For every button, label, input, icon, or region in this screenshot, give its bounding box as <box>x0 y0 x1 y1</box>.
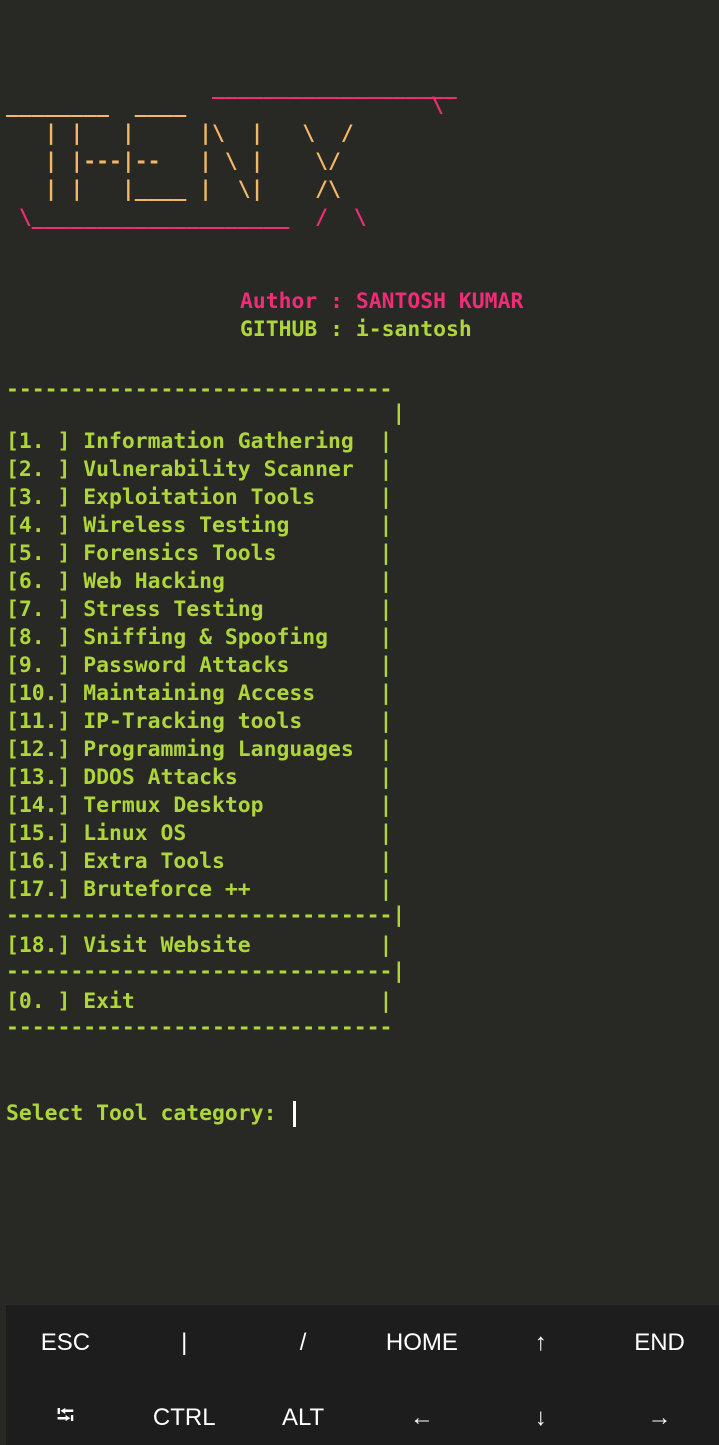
banner-art-line-2-edge: \ <box>430 93 444 118</box>
banner-art-line-5: | | |____ | \| /\ <box>6 177 341 202</box>
menu-separator-2: ------------------------------| <box>6 959 406 984</box>
ctrl-key[interactable]: CTRL <box>152 1404 216 1431</box>
esc-key[interactable]: ESC <box>40 1329 91 1356</box>
menu-item-exit: [0. ] Exit | <box>6 989 393 1014</box>
author-credit: Author : SANTOSH KUMAR <box>240 289 524 314</box>
end-key[interactable]: END <box>634 1329 685 1356</box>
banner-art-line-1: ___________________ <box>6 75 457 100</box>
banner-art-line-6: \____________________ / \ <box>6 204 367 232</box>
extra-keys-bar: ESC | / HOME ↑ END ⭾ CTRL ALT ← ↓ → <box>6 1305 719 1445</box>
banner-art-line-3: | | | |\ | \ / <box>6 121 354 146</box>
menu-item-extra-tools: [16.] Extra Tools | <box>6 849 393 874</box>
arrow-down-key[interactable]: ↓ <box>534 1404 547 1431</box>
menu-item-ddos-attacks: [13.] DDOS Attacks | <box>6 765 393 790</box>
menu-item-programming-languages: [12.] Programming Languages | <box>6 737 393 762</box>
text-cursor <box>293 1101 297 1127</box>
menu-item-web-hacking: [6. ] Web Hacking | <box>6 569 393 594</box>
menu-item-visit-website: [18.] Visit Website | <box>6 933 393 958</box>
slash-key[interactable]: / <box>299 1329 307 1356</box>
menu-item-termux-desktop: [14.] Termux Desktop | <box>6 793 393 818</box>
extra-keys-row-1: ESC | / HOME ↑ END <box>6 1308 719 1378</box>
arrow-left-key[interactable]: ← <box>409 1404 434 1431</box>
menu-item-linux-os: [15.] Linux OS | <box>6 821 393 846</box>
menu-item-information-gathering: [1. ] Information Gathering | <box>6 429 393 454</box>
menu-item-forensics-tools: [5. ] Forensics Tools | <box>6 541 393 566</box>
menu-bottom-border: ------------------------------ <box>6 1015 393 1040</box>
home-key[interactable]: HOME <box>385 1329 458 1356</box>
menu-item-exploitation-tools: [3. ] Exploitation Tools | <box>6 485 393 510</box>
menu-item-sniffing-spoofing: [8. ] Sniffing & Spoofing | <box>6 625 393 650</box>
terminal-screen[interactable]: ___________________ ________ ____ \ | | … <box>6 0 718 1300</box>
extra-keys-row-2: ⭾ CTRL ALT ← ↓ → <box>6 1383 719 1445</box>
menu-item-bruteforce: [17.] Bruteforce ++ | <box>6 877 393 902</box>
command-prompt[interactable]: Select Tool category: <box>6 1100 297 1128</box>
pipe-key[interactable]: | <box>181 1329 188 1356</box>
menu-item-ip-tracking-tools: [11.] IP-Tracking tools | <box>6 709 393 734</box>
menu-item-maintaining-access: [10.] Maintaining Access | <box>6 681 393 706</box>
menu-item-stress-testing: [7. ] Stress Testing | <box>6 597 393 622</box>
arrow-right-key[interactable]: → <box>647 1404 672 1431</box>
prompt-text: Select Tool category: <box>6 1101 290 1126</box>
tab-key[interactable]: ⭾ <box>56 1401 75 1429</box>
menu-item-vulnerability-scanner: [2. ] Vulnerability Scanner | <box>6 457 393 482</box>
menu-separator-1: ------------------------------| <box>6 903 406 928</box>
banner-art-line-2-main: ________ ____ <box>6 93 431 118</box>
alt-key[interactable]: ALT <box>281 1404 325 1431</box>
banner-art-line-2: ________ ____ \ <box>6 92 444 120</box>
banner-art-line-6-main: \____________________ / \ <box>6 205 367 230</box>
menu-item-password-attacks: [9. ] Password Attacks | <box>6 653 393 678</box>
arrow-up-key[interactable]: ↑ <box>534 1329 547 1356</box>
menu-item-wireless-testing: [4. ] Wireless Testing | <box>6 513 393 538</box>
github-credit: GITHUB : i-santosh <box>240 317 472 342</box>
menu-blank-row: | <box>6 401 406 426</box>
menu-top-border: ------------------------------ <box>6 377 393 402</box>
banner-art-line-4: | |---|-- | \ | \/ <box>6 149 341 174</box>
